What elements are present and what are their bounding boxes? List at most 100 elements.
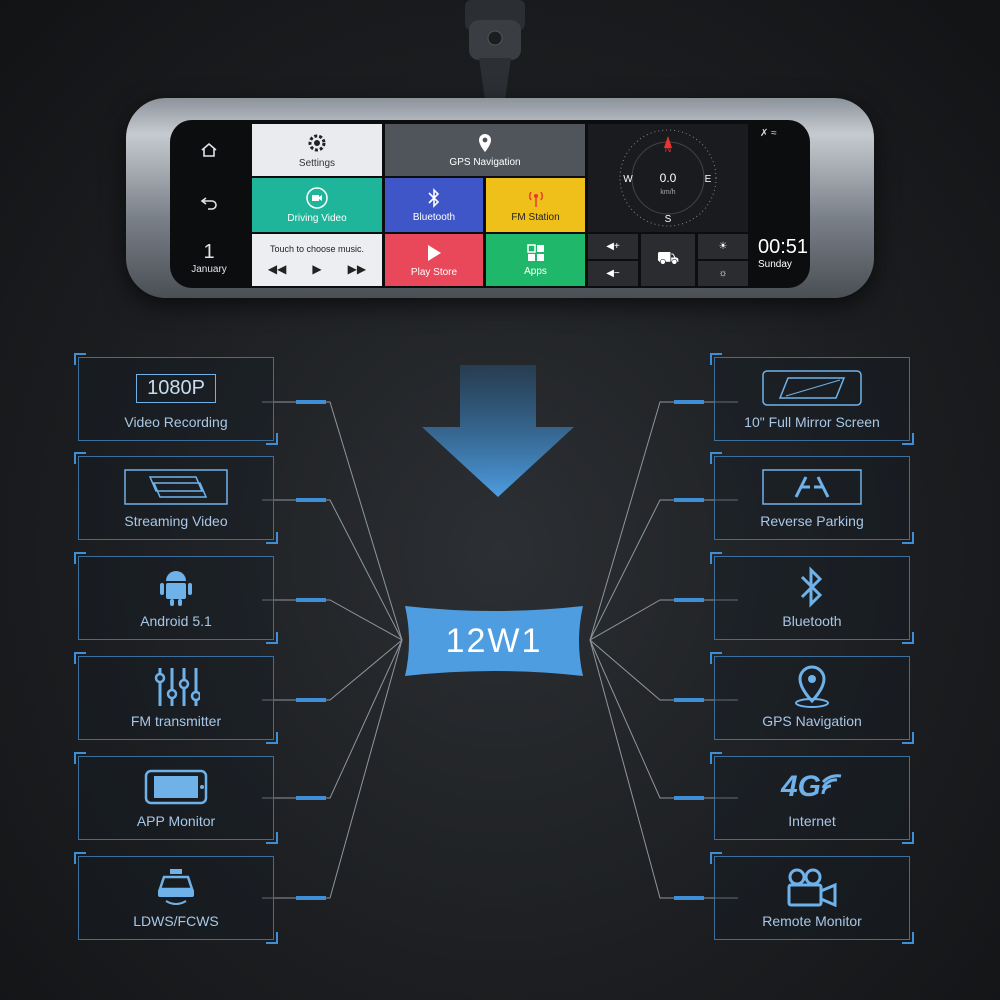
gear-icon <box>308 134 326 151</box>
play-store-tile[interactable]: Play Store <box>385 234 483 286</box>
feature-card-mirror-screen: 10" Full Mirror Screen <box>710 353 914 445</box>
feature-card-ldws-fcws: LDWS/FCWS <box>74 852 278 944</box>
antenna-icon <box>528 191 543 207</box>
sun-icon: ☀ <box>718 241 728 252</box>
apps-grid-icon <box>526 243 544 261</box>
volume-down-button[interactable]: ◀− <box>588 261 638 286</box>
feature-label: GPS Navigation <box>762 713 862 729</box>
model-hub: 12W1 <box>399 600 589 682</box>
play-store-icon <box>428 244 441 261</box>
4g-signal-icon: 4G <box>780 770 822 803</box>
feature-label: FM transmitter <box>130 713 222 729</box>
feature-card-app-monitor: APP Monitor <box>74 752 278 844</box>
feature-card-gps-navigation: GPS Navigation <box>710 652 914 744</box>
video-camera-icon <box>306 186 328 209</box>
feature-card-streaming-video: Streaming Video <box>74 452 278 544</box>
settings-tile[interactable]: Settings <box>252 124 382 176</box>
clock-display: 00:51 Sunday <box>758 236 808 270</box>
driving-video-tile[interactable]: Driving Video <box>252 178 382 232</box>
back-button[interactable] <box>170 178 248 226</box>
music-player-tile[interactable]: Touch to choose music. ◀◀ ▶ ▶▶ <box>252 234 382 286</box>
map-pin-icon <box>795 665 829 708</box>
home-icon <box>201 142 217 157</box>
driving-video-label: Driving Video <box>287 212 347 224</box>
status-column: ✗ ≈ 00:51 Sunday <box>752 120 810 288</box>
back-icon <box>200 197 217 210</box>
car-icon: ⛟ <box>656 248 680 268</box>
bluetooth-tile[interactable]: Bluetooth <box>385 178 483 232</box>
home-button[interactable] <box>170 126 248 174</box>
volume-down-icon: ◀− <box>606 268 620 279</box>
compass-w: W <box>623 174 633 185</box>
feature-label: Remote Monitor <box>762 913 862 929</box>
apps-label: Apps <box>524 265 547 277</box>
mirror-mount <box>465 0 525 100</box>
feature-label: Internet <box>788 813 836 829</box>
signal-status-icon: ✗ ≈ <box>760 128 777 139</box>
sun-outline-icon: ☼ <box>718 268 728 279</box>
car-warning-icon <box>158 869 194 905</box>
feature-card-video-recording: 1080P Video Recording <box>74 353 278 445</box>
compass-e: E <box>705 174 712 185</box>
feature-label: 10" Full Mirror Screen <box>744 414 880 430</box>
apps-tile[interactable]: Apps <box>486 234 585 286</box>
gps-navigation-tile[interactable]: GPS Navigation <box>385 124 585 176</box>
brightness-down-button[interactable]: ☼ <box>698 261 748 286</box>
feature-card-internet: 4G Internet <box>710 752 914 844</box>
resolution-badge: 1080P <box>136 373 216 403</box>
previous-icon[interactable]: ◀◀ <box>267 262 287 276</box>
feature-label: Video Recording <box>124 414 228 430</box>
hub-badge-shape <box>405 606 583 676</box>
feature-label: Reverse Parking <box>760 513 864 529</box>
feature-label: Android 5.1 <box>140 613 212 629</box>
mirror-screen-icon <box>762 370 862 406</box>
android-icon <box>160 571 192 606</box>
clock-time: 00:51 <box>758 236 809 258</box>
date-day: 1 <box>203 241 215 263</box>
compass-widget: N S E W 0.0 km/h <box>588 124 748 232</box>
gps-label: GPS Navigation <box>449 156 521 168</box>
play-icon[interactable]: ▶ <box>312 262 322 276</box>
compass-speed: 0.0 <box>660 171 677 185</box>
compass-s: S <box>665 214 672 225</box>
map-pin-icon <box>479 133 491 152</box>
clock-weekday: Sunday <box>758 259 792 270</box>
music-prompt: Touch to choose music. <box>269 244 365 254</box>
brightness-up-button[interactable]: ☀ <box>698 234 748 259</box>
mirror-screen: 1 January Settings GPS Navigation N S E … <box>170 120 810 288</box>
phone-icon <box>144 769 208 805</box>
equalizer-icon <box>154 668 200 706</box>
play-store-label: Play Store <box>410 266 458 278</box>
signal-arcs-icon <box>821 774 842 795</box>
feature-label: LDWS/FCWS <box>133 913 219 929</box>
feature-card-reverse-parking: Reverse Parking <box>710 452 914 544</box>
adas-button[interactable]: ⛟ <box>641 234 695 286</box>
feature-card-android: Android 5.1 <box>74 552 278 644</box>
fm-station-label: FM Station <box>511 211 560 223</box>
compass-dial: N S E W 0.0 km/h <box>619 129 717 227</box>
feature-card-fm-transmitter: FM transmitter <box>74 652 278 744</box>
stream-video-icon <box>124 469 228 505</box>
volume-up-icon: ◀+ <box>606 241 620 252</box>
compass-unit: km/h <box>660 189 675 196</box>
down-arrow <box>422 365 574 497</box>
feature-label: Streaming Video <box>124 513 228 529</box>
feature-card-remote-monitor: Remote Monitor <box>710 852 914 944</box>
volume-up-button[interactable]: ◀+ <box>588 234 638 259</box>
bluetooth-label: Bluetooth <box>412 211 456 223</box>
compass-n: N <box>665 144 672 154</box>
feature-card-bluetooth: Bluetooth <box>710 552 914 644</box>
bluetooth-icon <box>428 187 440 208</box>
date-month: January <box>191 264 227 275</box>
model-name: 12W1 <box>445 621 543 660</box>
left-button-column: 1 January <box>170 120 248 288</box>
next-icon[interactable]: ▶▶ <box>347 262 367 276</box>
date-display: 1 January <box>170 232 248 284</box>
fm-station-tile[interactable]: FM Station <box>486 178 585 232</box>
parking-lines-icon <box>762 469 862 505</box>
video-camera-icon <box>787 868 837 907</box>
feature-label: Bluetooth <box>782 613 842 629</box>
feature-label: APP Monitor <box>136 813 216 829</box>
bluetooth-icon <box>800 566 823 608</box>
